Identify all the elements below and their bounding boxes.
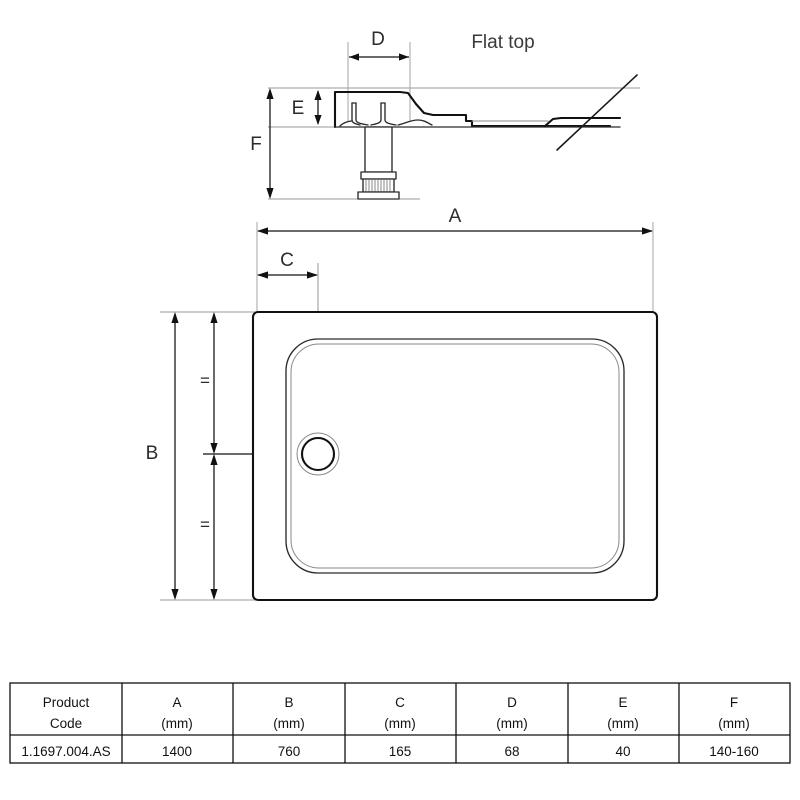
tray-profile-upper-edge xyxy=(333,90,612,129)
waste-outlet xyxy=(296,432,340,476)
d-arrow-left xyxy=(349,53,359,61)
b-arrow-top xyxy=(171,312,179,323)
leg-collar-upper xyxy=(360,171,397,180)
f-arrow-top xyxy=(266,88,274,99)
equal-mark-lower: = xyxy=(200,515,210,534)
equal-dimension-upper xyxy=(210,312,218,454)
tray-rib-left-inner xyxy=(355,102,369,126)
table-header-product-code-line1: Product xyxy=(43,695,90,710)
table-header-b-unit: (mm) xyxy=(273,716,304,731)
a-arrow-right xyxy=(642,227,653,235)
equal-lower-arrow-bottom xyxy=(210,589,218,600)
cell-f-value: 140-160 xyxy=(709,744,759,759)
e-arrow-bottom xyxy=(314,115,322,125)
d-arrow-right xyxy=(399,53,409,61)
table-row: 1.1697.004.AS 1400 760 165 68 40 140-160 xyxy=(21,744,758,759)
section-break-line xyxy=(556,74,638,151)
table-header-d-letter: D xyxy=(507,695,517,710)
a-dimension xyxy=(257,227,653,235)
table-header-a-unit: (mm) xyxy=(161,716,192,731)
a-arrow-left xyxy=(257,227,268,235)
f-dimension xyxy=(266,88,274,199)
c-arrow-right xyxy=(307,271,318,279)
waste-outer-ring xyxy=(296,432,340,476)
tray-inner-rim-inner xyxy=(290,343,620,569)
tray-outer-outline xyxy=(251,310,659,602)
equal-lower-arrow-top xyxy=(210,454,218,465)
table-header-c-letter: C xyxy=(395,695,405,710)
dimension-label-a: A xyxy=(449,206,462,227)
tray-inner-corner-fillet xyxy=(339,120,353,127)
waste-inner-ring xyxy=(300,436,336,472)
c-dimension xyxy=(257,271,318,279)
dimension-label-b: B xyxy=(146,443,159,464)
table-header-d-unit: (mm) xyxy=(496,716,527,731)
cell-c-value: 165 xyxy=(389,744,412,759)
equal-mark-upper: = xyxy=(200,371,210,390)
dimension-label-d: D xyxy=(371,29,385,50)
tray-rib-right xyxy=(384,102,397,126)
cell-product-code: 1.1697.004.AS xyxy=(21,744,110,759)
table-header-product-code-line2: Code xyxy=(50,716,82,731)
tray-inner-rim-outer xyxy=(285,338,625,574)
e-arrow-top xyxy=(314,90,322,100)
adjustable-leg xyxy=(357,126,400,200)
equal-dimension-lower xyxy=(210,454,218,600)
cross-section-view: D Flat top E F xyxy=(250,29,640,200)
table-header-e-unit: (mm) xyxy=(607,716,638,731)
b-arrow-bottom xyxy=(171,589,179,600)
table-header-b-letter: B xyxy=(284,695,293,710)
f-arrow-bottom xyxy=(266,188,274,199)
dimension-label-e: E xyxy=(292,98,305,119)
plan-view: A C B xyxy=(146,206,659,602)
d-dimension xyxy=(349,53,409,61)
leg-foot-plate xyxy=(357,191,400,200)
specification-table: Product Code A (mm) B (mm) C (mm) D (mm)… xyxy=(9,682,791,764)
dimension-label-f: F xyxy=(250,134,262,155)
equal-upper-arrow-top xyxy=(210,312,218,323)
cell-a-value: 1400 xyxy=(162,744,192,759)
b-dimension xyxy=(171,312,179,600)
tray-rib-right-inner xyxy=(370,102,382,126)
table-header-a-letter: A xyxy=(172,695,181,710)
cell-b-value: 760 xyxy=(278,744,301,759)
tray-rib-left xyxy=(351,102,361,126)
cell-e-value: 40 xyxy=(615,744,630,759)
dimension-label-c: C xyxy=(280,250,294,271)
e-dimension xyxy=(314,90,322,125)
table-header-e-letter: E xyxy=(618,695,627,710)
table-header-c-unit: (mm) xyxy=(384,716,415,731)
c-arrow-left xyxy=(257,271,268,279)
table-header-f-unit: (mm) xyxy=(718,716,749,731)
tray-boss-contour xyxy=(397,119,433,126)
table-outer-border xyxy=(9,682,791,764)
table-header-f-letter: F xyxy=(730,695,738,710)
flat-top-note: Flat top xyxy=(471,32,534,53)
leg-shaft xyxy=(364,126,393,173)
equal-upper-arrow-bottom xyxy=(210,443,218,454)
cell-d-value: 68 xyxy=(504,744,519,759)
